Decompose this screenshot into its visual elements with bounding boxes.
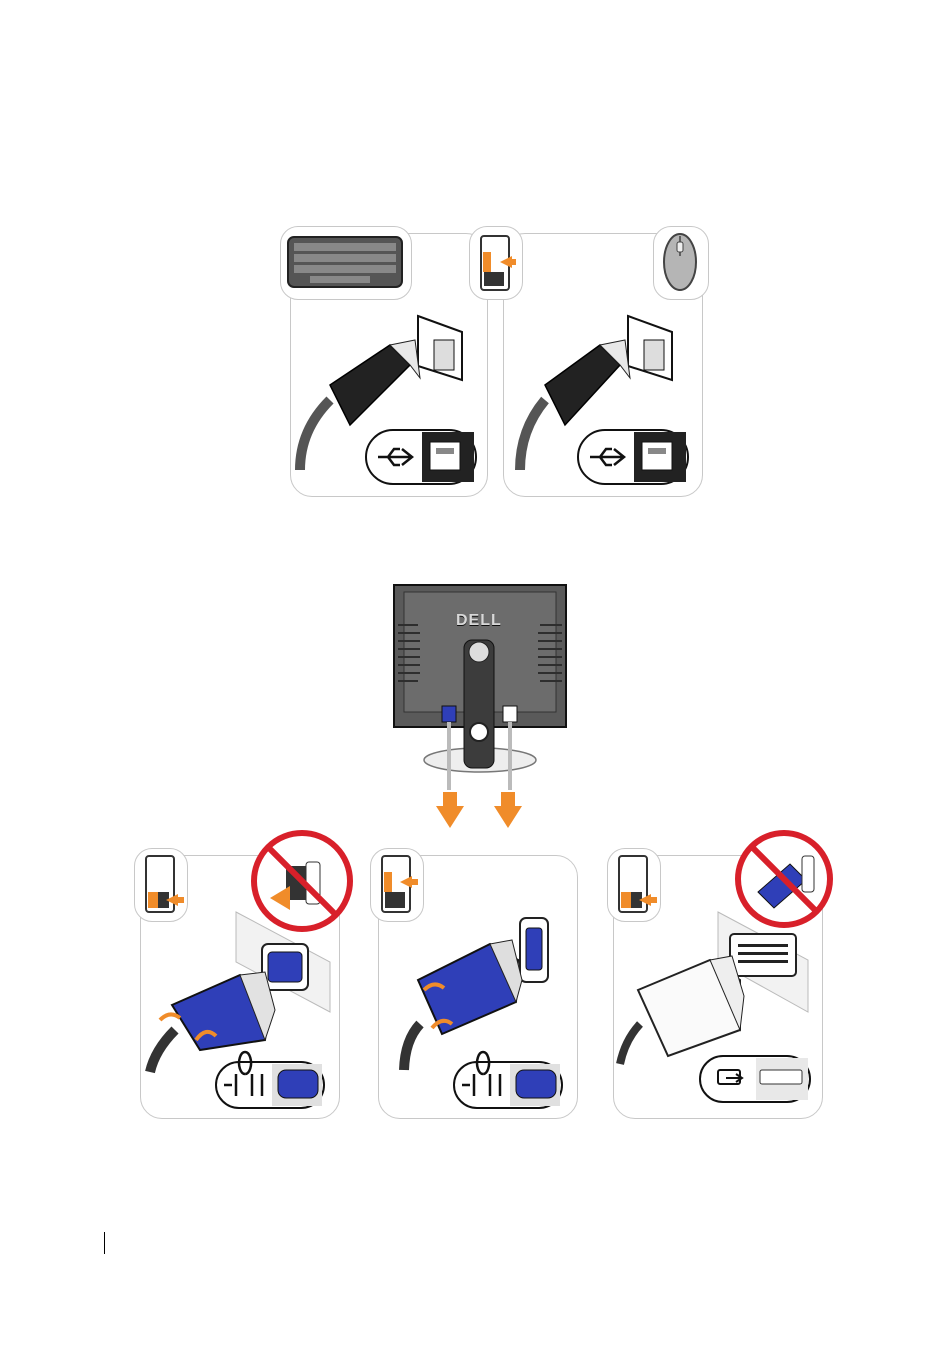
computer-tower-icon [619,856,657,912]
vga-plug-left [150,912,330,1072]
computer-tower-icon [146,856,184,912]
vga-port-badge [454,1052,562,1108]
page-margin-bar [104,1232,105,1254]
dvi-plug [620,912,808,1064]
computer-tower-icon [481,236,516,290]
mouse-icon [664,234,696,290]
monitor-brand-logo: DELL [456,612,502,630]
dvi-port-badge [700,1056,810,1102]
keyboard-icon [288,237,402,287]
mouse-usb-port-badge [578,430,688,484]
usb-connection-drawing [0,0,950,560]
video-connector-drawing [0,830,950,1130]
vga-port-badge [216,1052,324,1108]
down-arrow-icon [436,792,464,828]
vga-plug-center [404,918,548,1070]
keyboard-usb-port-badge [366,430,476,484]
monitor-drawing [0,560,950,840]
computer-tower-icon [382,856,418,912]
no-symbol-icon [254,833,350,929]
no-symbol-icon [738,833,830,925]
down-arrow-icon [494,792,522,828]
